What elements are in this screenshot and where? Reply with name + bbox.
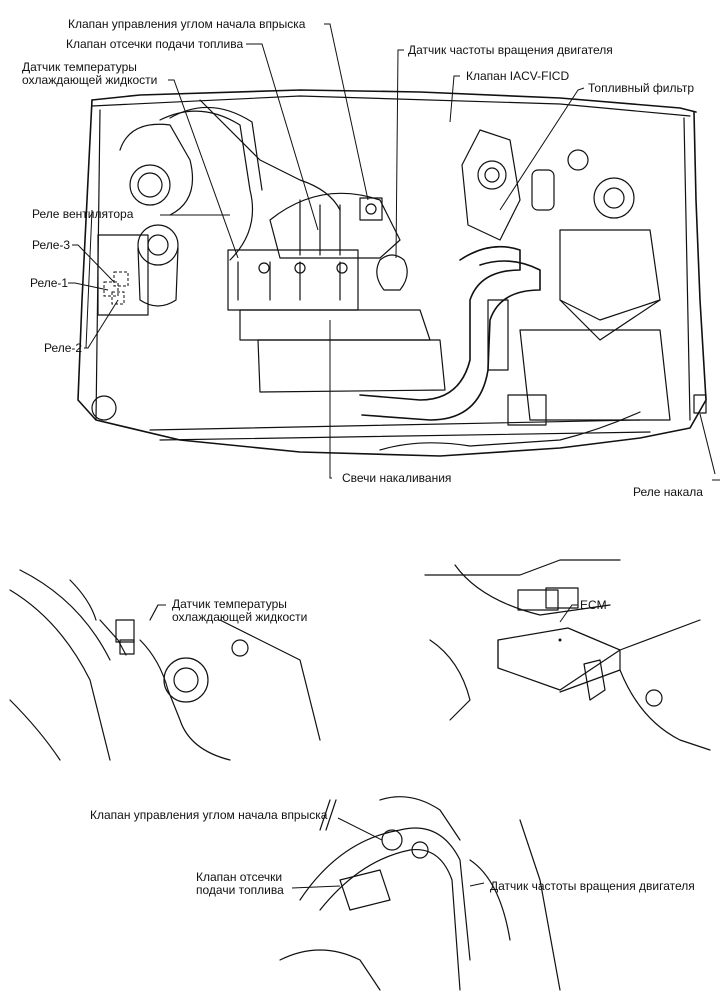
- label-iacv-ficd-valve: Клапан IACV-FICD: [466, 69, 570, 83]
- label-engine-speed-sensor: Датчик частоты вращения двигателя: [408, 43, 613, 57]
- detail-injection-pump-drawing: [279, 796, 561, 991]
- label-fan-relay: Реле вентилятора: [32, 207, 134, 221]
- detail-label-injection-timing-valve: Клапан управления углом начала впрыска: [90, 808, 328, 822]
- main-view-drawing: [77, 89, 707, 457]
- detail-label-fuel-cut-valve-line2: подачи топлива: [196, 883, 284, 897]
- label-fuel-filter: Топливный фильтр: [588, 81, 694, 95]
- detail-label-engine-speed-sensor: Датчик частоты вращения двигателя: [490, 879, 695, 893]
- label-relay-1: Реле-1: [30, 276, 69, 290]
- label-coolant-temp-sensor-line1: Датчик температуры: [22, 60, 137, 74]
- detail-ecm-drawing: [424, 559, 711, 751]
- detail-label-coolant-sensor-line1: Датчик температуры: [172, 597, 287, 611]
- label-injection-timing-valve: Клапан управления углом начала впрыска: [68, 17, 306, 31]
- detail-label-ecm: ECM: [580, 598, 607, 612]
- label-glow-plugs: Свечи накаливания: [342, 471, 452, 485]
- label-coolant-temp-sensor-line2: охлаждающей жидкости: [22, 73, 158, 87]
- detail-coolant-sensor-drawing: [9, 569, 321, 761]
- label-fuel-cut-valve: Клапан отсечки подачи топлива: [66, 37, 244, 51]
- main-view-leaders: [68, 23, 720, 481]
- label-relay-3: Реле-3: [32, 238, 71, 252]
- label-glow-relay: Реле накала: [633, 485, 703, 499]
- detail-label-fuel-cut-valve-line1: Клапан отсечки: [196, 870, 283, 884]
- detail-label-coolant-sensor-line2: охлаждающей жидкости: [172, 610, 308, 624]
- label-relay-2: Реле-2: [44, 341, 83, 355]
